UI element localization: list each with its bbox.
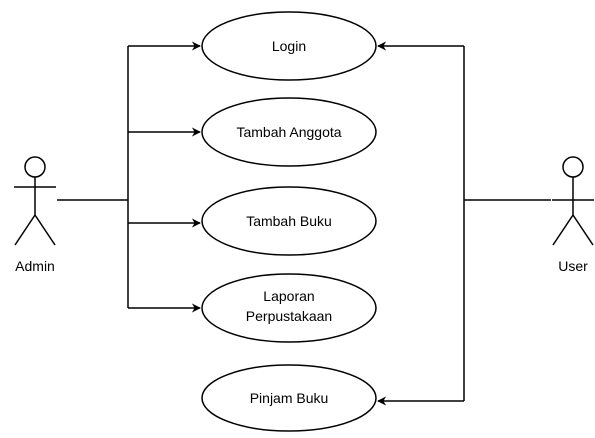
- use-case-laporan-ellipse: [201, 273, 377, 343]
- use-case-tambah-anggota-ellipse: [201, 97, 377, 167]
- actor-user-right-leg: [572, 214, 594, 246]
- actor-user-left-leg: [552, 214, 574, 246]
- use-case-tambah-anggota: Tambah Anggota: [201, 97, 377, 167]
- use-case-laporan-label-line2: Perpustakaan: [246, 308, 332, 324]
- actor-admin: Admin: [14, 156, 56, 274]
- use-case-pinjam-buku-label: Pinjam Buku: [250, 390, 329, 406]
- actor-admin-head: [24, 156, 46, 178]
- actor-admin-label: Admin: [15, 258, 55, 274]
- use-case-login: Login: [201, 11, 377, 81]
- use-case-tambah-buku-ellipse: [201, 186, 377, 256]
- use-case-pinjam-buku-ellipse: [201, 364, 377, 432]
- use-case-tambah-buku: Tambah Buku: [201, 186, 377, 256]
- use-case-pinjam-buku: Pinjam Buku: [201, 364, 377, 432]
- actor-admin-right-leg: [34, 214, 56, 246]
- use-case-login-label: Login: [272, 38, 306, 54]
- use-case-laporan-label-line1: Laporan: [263, 288, 314, 304]
- admin-connectors: [57, 41, 201, 313]
- actor-user-head: [562, 156, 584, 178]
- actor-admin-left-leg: [14, 214, 36, 246]
- use-case-laporan: Laporan Perpustakaan: [201, 273, 377, 343]
- use-case-login-ellipse: [201, 11, 377, 81]
- user-connectors: [377, 41, 551, 406]
- actor-user: User: [552, 156, 594, 274]
- actor-user-label: User: [558, 258, 588, 274]
- use-case-tambah-anggota-label: Tambah Anggota: [236, 124, 341, 140]
- use-case-tambah-buku-label: Tambah Buku: [246, 213, 332, 229]
